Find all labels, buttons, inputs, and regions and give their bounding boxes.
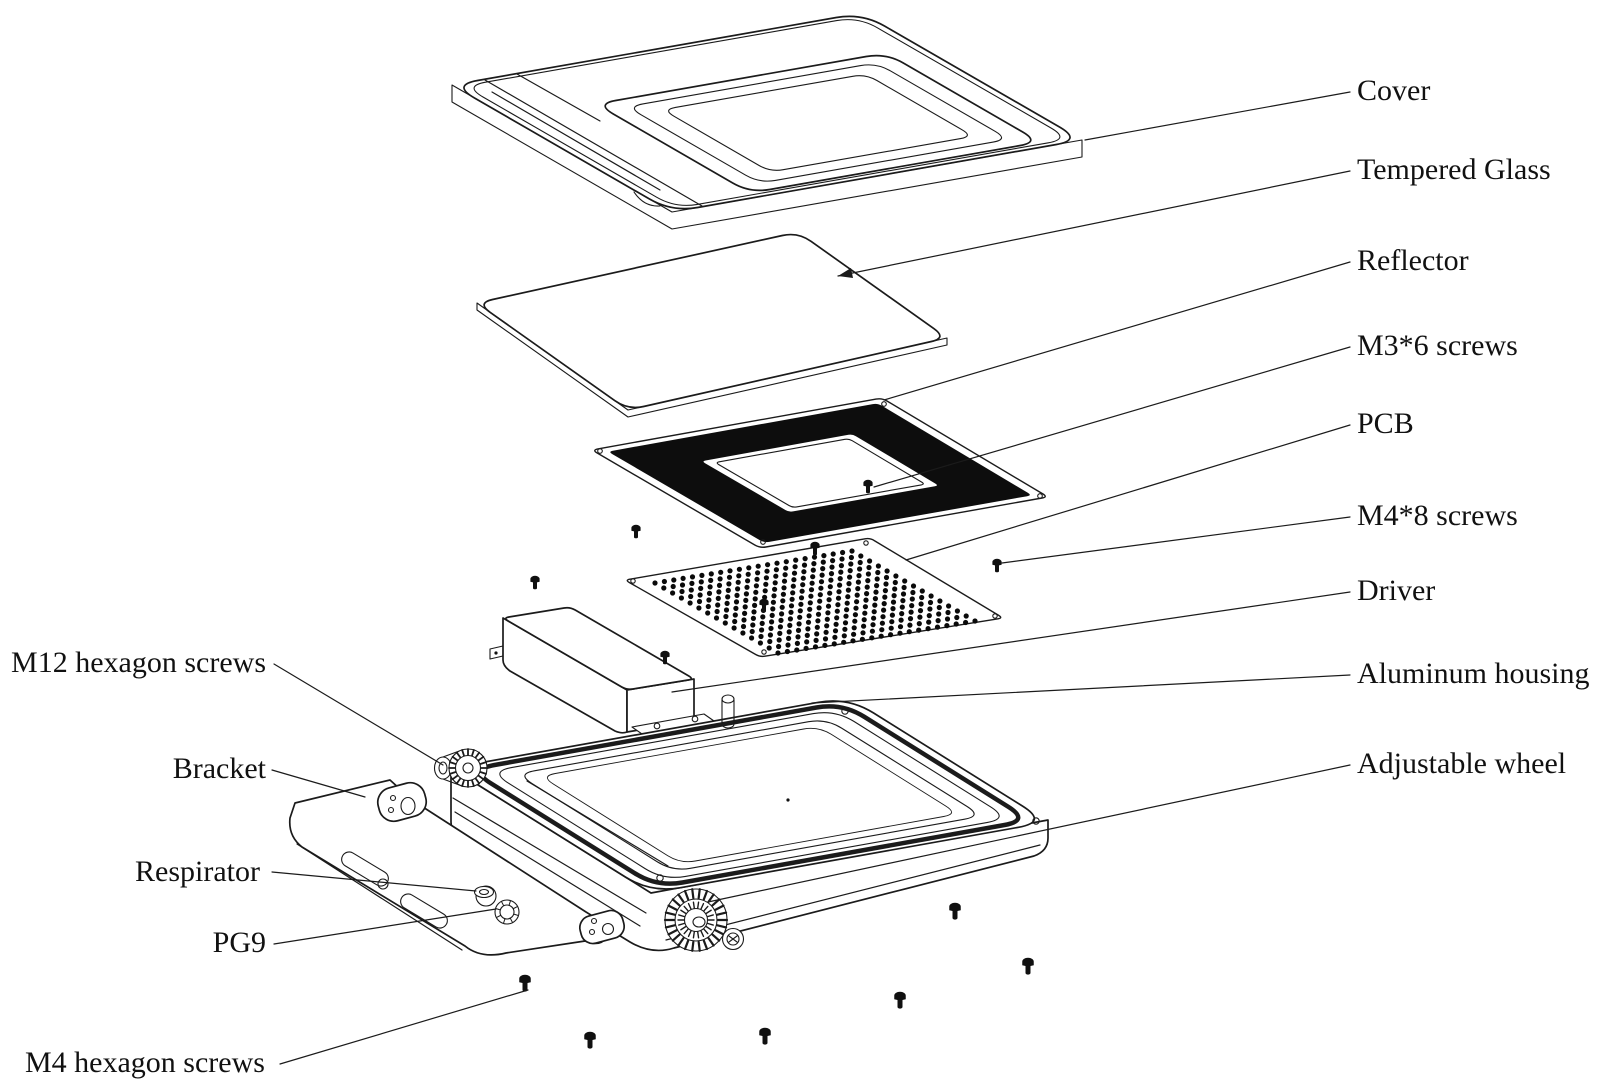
tempered-glass-drawing	[476, 233, 948, 418]
label-adjustable-wheel: Adjustable wheel	[1357, 747, 1566, 780]
leader-cover	[1084, 91, 1351, 141]
leader-lines	[271, 91, 1351, 1065]
leader-bracket	[271, 769, 366, 798]
part-labels: Cover Tempered Glass Reflector M3*6 scre…	[11, 74, 1589, 1079]
leader-reflector	[883, 261, 1351, 401]
leader-pg9	[273, 908, 497, 945]
leader-pcb	[905, 424, 1351, 561]
label-reflector: Reflector	[1357, 244, 1469, 277]
label-driver: Driver	[1357, 574, 1435, 607]
bracket-drawing	[288, 779, 626, 956]
label-pg9: PG9	[213, 926, 266, 959]
leader-arrowhead	[838, 268, 853, 278]
m12-screw-and-wheel	[433, 748, 488, 788]
led-dot-grid	[652, 548, 978, 656]
leader-aluminum-housing	[811, 674, 1351, 704]
adjustable-wheel-drawing	[663, 888, 745, 952]
leader-tempered-glass	[837, 170, 1351, 277]
leader-m4-hexagon	[279, 989, 529, 1065]
leader-adjustable-wheel	[707, 764, 1351, 903]
pcb-drawing	[626, 537, 1002, 658]
label-m3x6-screws: M3*6 screws	[1357, 329, 1518, 362]
label-m4x8-screws: M4*8 screws	[1357, 499, 1518, 532]
label-bracket: Bracket	[173, 752, 267, 785]
leader-respirator	[271, 871, 477, 892]
label-tempered-glass: Tempered Glass	[1357, 153, 1551, 186]
leader-m12	[273, 663, 444, 766]
driver-drawing	[489, 606, 715, 735]
label-cover: Cover	[1357, 74, 1430, 107]
label-aluminum-housing: Aluminum housing	[1357, 657, 1590, 690]
cover-drawing	[451, 15, 1083, 230]
label-pcb: PCB	[1357, 407, 1414, 440]
leader-m3x6	[873, 346, 1351, 488]
leader-driver	[671, 591, 1351, 693]
label-respirator: Respirator	[135, 855, 260, 888]
respirator-drawing	[473, 885, 497, 907]
leader-m4x8	[1001, 516, 1351, 564]
pg9-gland-drawing	[494, 899, 520, 925]
label-m4-hexagon-screws: M4 hexagon screws	[25, 1046, 265, 1079]
reflector-drawing	[594, 398, 1046, 548]
label-m12-hexagon-screws: M12 hexagon screws	[11, 646, 266, 679]
